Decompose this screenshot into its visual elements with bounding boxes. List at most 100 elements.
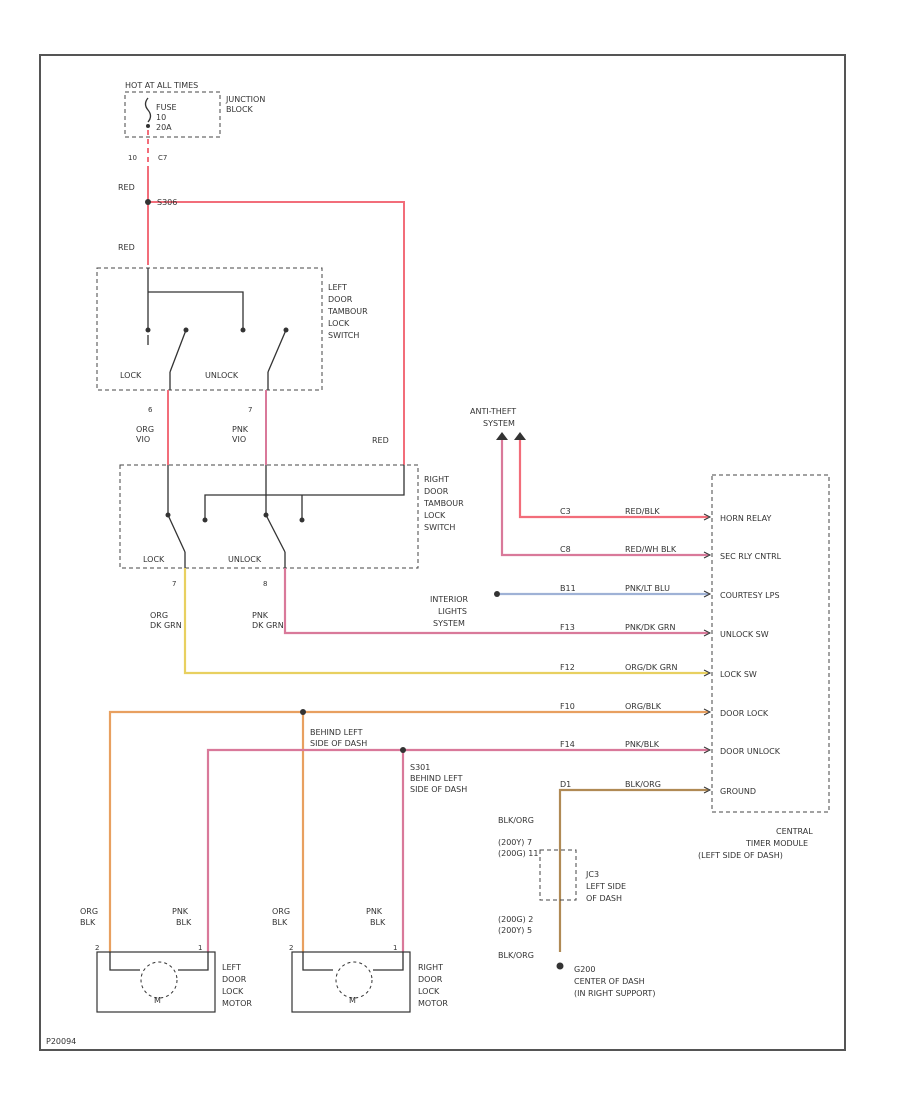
pin-pnk2: 8 — [263, 580, 267, 588]
connector-top2: (200G) 11 — [498, 849, 538, 858]
left-motor-m: M — [154, 996, 161, 1005]
wire-blk-left: BLK — [80, 918, 96, 927]
splice2-label: S301 — [410, 763, 430, 772]
module-pin: C8 — [560, 545, 571, 554]
right-motor-m: M — [349, 996, 356, 1005]
module-l3: (LEFT SIDE OF DASH) — [698, 851, 783, 860]
right-switch-l4: LOCK — [424, 511, 446, 520]
module-pin: B11 — [560, 584, 576, 593]
left-switch-unlock: UNLOCK — [205, 371, 239, 380]
module-pin-label: DOOR UNLOCK — [720, 747, 781, 756]
ground-l1: G200 — [574, 965, 595, 974]
right-switch-lock: LOCK — [143, 555, 165, 564]
fuse-label: FUSE — [156, 103, 177, 112]
ground-l3: (IN RIGHT SUPPORT) — [574, 989, 655, 998]
block-label: BLOCK — [226, 105, 254, 114]
module-pin-arrow-icon — [703, 590, 712, 598]
wire-org-blk-left: ORG — [80, 907, 98, 916]
module-wire-color: PNK/DK GRN — [625, 623, 675, 632]
left-switch-l3: TAMBOUR — [327, 307, 368, 316]
anti-theft-arrow-1 — [496, 432, 508, 440]
pin-pnk1: 7 — [248, 406, 252, 414]
connector-l2: LEFT SIDE — [586, 882, 626, 891]
fuse-pin: 10 — [128, 154, 137, 162]
wire-red-right: RED — [372, 436, 389, 445]
pin-org2: 7 — [172, 580, 176, 588]
ground-wire-top: BLK/ORG — [498, 816, 534, 825]
module-l1: CENTRAL — [776, 827, 813, 836]
right-switch-l5: SWITCH — [424, 523, 455, 532]
fuse-block-title: HOT AT ALL TIMES — [125, 81, 198, 90]
anti-theft-l2: SYSTEM — [483, 419, 515, 428]
module-wire-color: PNK/BLK — [625, 740, 660, 749]
wire-org1-vio: VIO — [136, 435, 150, 444]
fuse-conn: C7 — [158, 154, 167, 162]
wire-pnk-blk-right: PNK — [366, 907, 383, 916]
wire-pnk2-b: DK GRN — [252, 621, 284, 630]
wire-pnk1: PNK — [232, 425, 249, 434]
splice-s301 — [400, 747, 406, 753]
module-pin: D1 — [560, 780, 571, 789]
switch-interconnect — [167, 390, 267, 465]
module-wire-color: PNK/LT BLU — [625, 584, 670, 593]
module-pin-label: UNLOCK SW — [720, 630, 769, 639]
module-pin-arrow-icon — [703, 551, 712, 559]
diagram-frame — [39, 54, 846, 1051]
wire-pnk-blk-left: PNK — [172, 907, 189, 916]
left-motor-icon — [140, 961, 178, 999]
left-motor-p1: 2 — [95, 944, 99, 952]
left-door-lock-switch: LOCK UNLOCK LEFT DOOR TAMBOUR LOCK SWITC… — [96, 267, 368, 391]
wire-red: RED — [118, 183, 135, 192]
splice1-b: SIDE OF DASH — [310, 739, 367, 748]
right-motor-l4: MOTOR — [418, 999, 448, 1008]
connector-l3: OF DASH — [586, 894, 622, 903]
module-wire-color: RED/WH BLK — [625, 545, 677, 554]
module-pin-arrow-icon — [703, 629, 712, 637]
left-motor-l3: LOCK — [222, 987, 244, 996]
wire-pnk1-vio: VIO — [232, 435, 246, 444]
splice2-a: BEHIND LEFT — [410, 774, 463, 783]
module-l2: TIMER MODULE — [745, 839, 808, 848]
interior-l1: INTERIOR — [430, 595, 469, 604]
module-pin: F12 — [560, 663, 575, 672]
module-pin-arrow-icon — [703, 708, 712, 716]
ground-l2: CENTER OF DASH — [574, 977, 645, 986]
junction-block: HOT AT ALL TIMES FUSE 10 20A JUNCTION BL… — [124, 81, 265, 162]
fuse-amps: 20A — [156, 123, 172, 132]
module-wires — [108, 440, 708, 952]
figure-code: P20094 — [46, 1037, 76, 1046]
junction-label: JUNCTION — [225, 95, 265, 104]
splice-s306 — [145, 199, 151, 205]
left-switch-l5: SWITCH — [328, 331, 359, 340]
wire-blk-right: BLK — [272, 918, 288, 927]
module-pin-label: GROUND — [720, 787, 756, 796]
fuse-icon — [144, 97, 152, 123]
interior-l2: LIGHTS — [438, 607, 467, 616]
left-switch-l4: LOCK — [328, 319, 350, 328]
ground-wire-bot: BLK/ORG — [498, 951, 534, 960]
wire-blk-left-2: BLK — [176, 918, 192, 927]
left-motor-l1: LEFT — [222, 963, 241, 972]
module-pin-arrow-icon — [703, 786, 712, 794]
wire-pnk2: PNK — [252, 611, 269, 620]
splice2-b: SIDE OF DASH — [410, 785, 467, 794]
module-pin: F10 — [560, 702, 575, 711]
right-door-lock-motor: M 2 1 RIGHT DOOR LOCK MOTOR — [289, 944, 448, 1013]
module-pin-arrow-icon — [703, 669, 712, 677]
right-motor-l1: RIGHT — [418, 963, 443, 972]
wire-org2-b: DK GRN — [150, 621, 182, 630]
module-wire-color: ORG/BLK — [625, 702, 662, 711]
wire-org2: ORG — [150, 611, 168, 620]
right-switch-l3: TAMBOUR — [423, 499, 464, 508]
module-wire-color: BLK/ORG — [625, 780, 661, 789]
left-motor-l2: DOOR — [222, 975, 247, 984]
module-pin: F14 — [560, 740, 575, 749]
module-pin-label: HORN RELAY — [720, 514, 772, 523]
left-motor-l4: MOTOR — [222, 999, 252, 1008]
module-pin-arrow-icon — [703, 513, 712, 521]
